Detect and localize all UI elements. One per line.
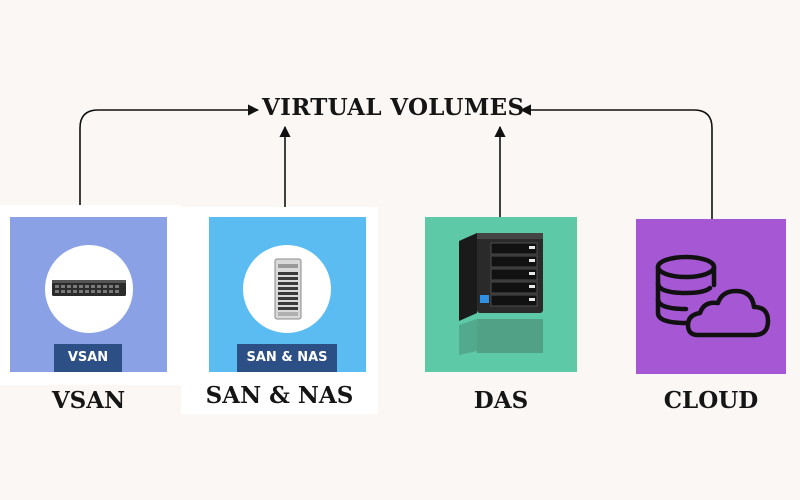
tower-server-icon [274,258,302,320]
database-cloud-icon [655,254,771,338]
nas-enclosure-icon [459,233,543,355]
vsan-icon-circle [45,245,133,333]
node-cloud [636,219,786,374]
node-das [425,217,577,372]
san-nas-badge: SAN & NAS [237,344,337,372]
diagram-title: VIRTUAL VOLUMES [262,94,525,121]
edge-cloud-to-title [519,104,713,219]
cloud-caption: CLOUD [663,387,759,414]
san-nas-icon-circle [243,245,331,333]
vsan-badge: VSAN [54,344,122,372]
node-san-nas: SAN & NAS [209,217,366,372]
rack-server-icon [52,280,126,296]
node-vsan: VSAN [10,217,167,372]
san-nas-caption: SAN & NAS [205,382,354,409]
edge-vsan-to-title [79,104,260,217]
cloud-tile-background [636,219,786,374]
vsan-caption: VSAN [51,387,126,414]
das-caption: DAS [473,387,529,414]
